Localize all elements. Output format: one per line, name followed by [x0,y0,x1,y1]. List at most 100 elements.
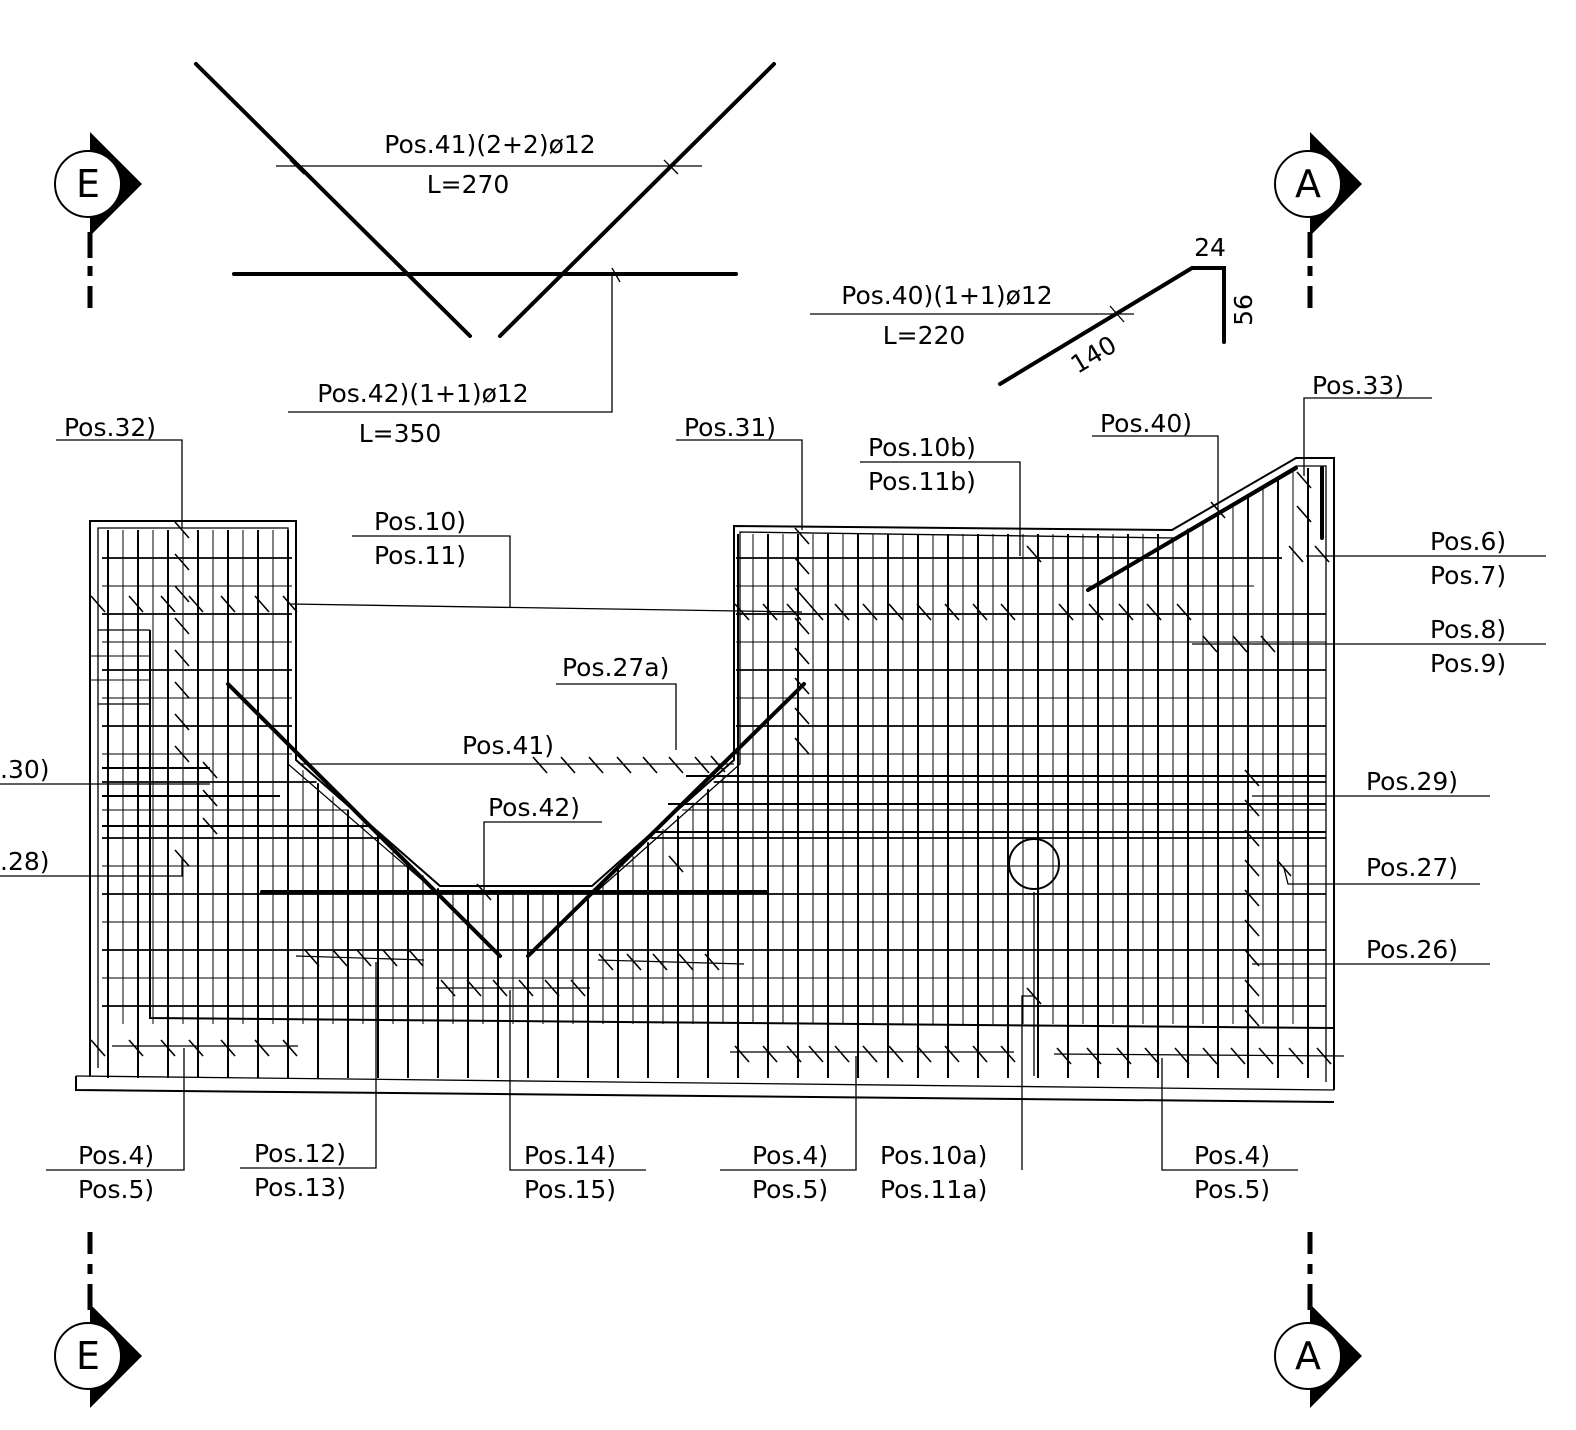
tick-mark [1116,1047,1132,1065]
tick-mark [90,1039,106,1057]
tick-mark [944,603,960,621]
label-bottom-6a: Pos.4) [1194,1141,1270,1170]
tick-mark [972,603,988,621]
tick-mark [1174,1047,1190,1065]
tick-mark [202,761,218,779]
rebar-grid-vertical [107,467,1309,1078]
tick-mark [408,949,424,967]
label-bottom-2a: Pos.12) [254,1139,346,1168]
tick-mark [734,603,750,621]
tick-mark [794,737,810,755]
tick-mark [304,949,320,967]
tick-mark [888,603,904,621]
tick-mark [1146,603,1162,621]
label-bottom-1b: Pos.5) [78,1175,154,1204]
tick-mark [1144,1047,1160,1065]
leader-lines [0,397,1546,1171]
tick-mark [128,1039,144,1057]
section-marker-e-bottom: E [54,1232,142,1408]
section-letter: E [76,162,100,206]
tick-mark [642,756,658,774]
tick-mark [1314,545,1330,563]
label-bottom-5b: Pos.11a) [880,1175,987,1204]
label-pos41: Pos.41) [462,731,554,760]
tick-mark [1244,889,1260,907]
pos40-dim-top: 24 [1194,233,1226,262]
tick-mark [916,1045,932,1063]
tick-mark [174,521,190,539]
label-pos27a: Pos.27a) [562,653,669,682]
tick-mark [1118,603,1134,621]
tick-mark [174,649,190,667]
tick-mark [1244,859,1260,877]
tick-mark [1244,1009,1260,1027]
tick-mark [128,595,144,613]
tick-mark [160,1039,176,1057]
label-bottom-1a: Pos.4) [78,1141,154,1170]
tick-mark [160,595,176,613]
tick-mark [834,1045,850,1063]
tick-mark [1086,1047,1102,1065]
label-pos11b: Pos.11b) [868,467,976,496]
label-pos6: Pos.6) [1430,527,1506,556]
tick-mark [794,707,810,725]
tick-mark [282,1039,298,1057]
pos40-title: Pos.40)(1+1)ø12 [841,281,1052,310]
tick-mark [1244,829,1260,847]
pos41-title: Pos.41)(2+2)ø12 [384,130,595,159]
label-pos10b: Pos.10b) [868,433,976,462]
tick-mark [794,587,810,605]
tick-mark [1202,1047,1218,1065]
heavy-rebar-bars [102,466,1326,958]
tick-mark [834,603,850,621]
tick-mark [972,1045,988,1063]
tick-mark [560,756,576,774]
section-letter: A [1295,162,1321,206]
label-pos31: Pos.31) [684,413,776,442]
label-pos11: Pos.11) [374,541,466,570]
label-bottom-6b: Pos.5) [1194,1175,1270,1204]
label-pos40: Pos.40) [1100,409,1192,438]
label-pos32: Pos.32) [64,413,156,442]
tick-mark [668,855,684,873]
tick-mark [1176,603,1192,621]
position-labels: Pos.32) Pos.10) Pos.11) Pos.31) Pos.10b)… [0,371,1506,1204]
tick-mark [794,677,810,695]
label-pos10: Pos.10) [374,507,466,536]
section-letter: E [76,1334,100,1378]
tick-mark [862,1045,878,1063]
tick-mark [1058,603,1074,621]
tick-mark [1244,919,1260,937]
tick-baseline [295,955,425,961]
tick-mark [220,595,236,613]
tick-mark [174,553,190,571]
tick-mark [1244,949,1260,967]
tick-mark [1288,545,1304,563]
tick-mark [794,527,810,545]
tick-mark [1088,603,1104,621]
tick-mark [202,817,218,835]
tick-mark [254,1039,270,1057]
tick-mark [794,647,810,665]
pos42-length: L=350 [359,419,442,448]
tick-mark [202,789,218,807]
label-bottom-5a: Pos.10a) [880,1141,987,1170]
tick-mark [1296,471,1312,489]
tick-mark [626,953,642,971]
tick-mark [1026,545,1042,563]
label-bottom-2b: Pos.13) [254,1173,346,1202]
label-bottom-4a: Pos.4) [752,1141,828,1170]
tick-mark [1000,603,1016,621]
tick-mark [762,1045,778,1063]
tick-mark [668,756,684,774]
tick-mark [794,617,810,635]
label-bottom-4b: Pos.5) [752,1175,828,1204]
tick-mark [1230,1047,1246,1065]
tick-mark [1000,1045,1016,1063]
label-pos28: .28) [0,847,50,876]
tick-mark [888,1045,904,1063]
tick-mark [1296,505,1312,523]
label-pos27: Pos.27) [1366,853,1458,882]
tick-mark [598,953,614,971]
